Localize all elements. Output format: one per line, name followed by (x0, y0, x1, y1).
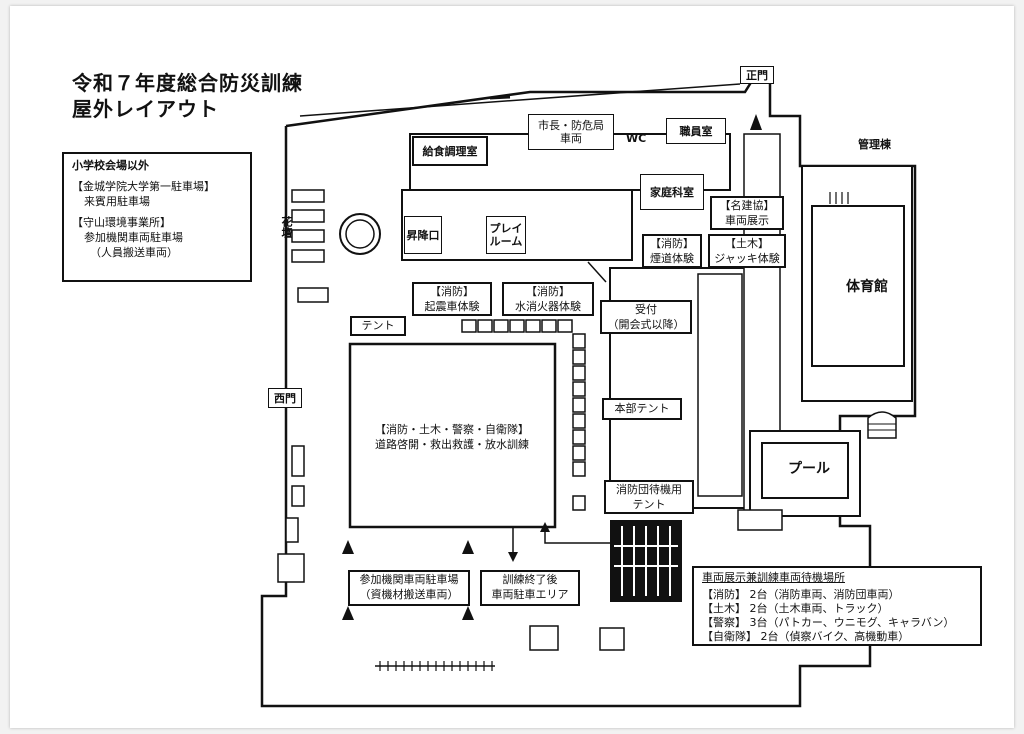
vehicle-legend-heading: 車両展示兼訓練車両待機場所 (702, 571, 845, 584)
off-site-heading: 小学校会場以外 (72, 159, 149, 172)
off-site-line-3: 参加機関車両駐車場 (84, 231, 183, 244)
training-line2: 道路啓開・救出救護・放水訓練 (375, 438, 529, 451)
training-area-label: 【消防・土木・警察・自衛隊】 道路啓開・救出救護・放水訓練 (354, 422, 550, 452)
reception: 受付 （開会式以降） (600, 300, 692, 334)
event-jack-name: ジャッキ体験 (714, 252, 780, 265)
post-training-parking-line1: 訓練終了後 (502, 573, 558, 586)
page-title: 令和７年度総合防災訓練 屋外レイアウト (72, 70, 303, 122)
main-gate: 正門 (740, 66, 774, 84)
event-smoke-tag: 【消防】 (650, 237, 694, 250)
vehicle-legend-row-2: 【警察】 3台（パトカー、ウニモグ、キャラバン） (702, 616, 955, 629)
event-smoke-name: 煙道体験 (650, 252, 694, 265)
page-title-line1: 令和７年度総合防災訓練 (72, 71, 303, 95)
pool-label: プール (788, 461, 830, 477)
post-training-parking: 訓練終了後 車両駐車エリア (480, 570, 580, 606)
reception-title: 受付 (635, 303, 657, 316)
event-smoke: 【消防】 煙道体験 (642, 234, 702, 268)
vehicle-legend-row-0: 【消防】 2台（消防車両、消防団車両） (702, 588, 900, 601)
vehicle-legend-row-3: 【自衛隊】 2台（偵察バイク、高機動車） (702, 630, 910, 643)
event-extinguisher-name: 水消火器体験 (515, 300, 581, 313)
reception-note: （開会式以降） (607, 318, 685, 331)
building-east-wing-inner (697, 273, 743, 497)
gym-inner (811, 205, 905, 367)
entrance: 昇降口 (404, 216, 442, 254)
participant-parking-line1: 参加機関車両駐車場 (359, 573, 459, 586)
bleacher (867, 411, 897, 439)
vehicle-standby-grid (610, 520, 682, 602)
participant-parking: 参加機関車両駐車場 （資機材搬送車両） (348, 570, 470, 606)
post-training-parking-line2: 車両駐車エリア (491, 588, 569, 601)
layout-sheet: 令和７年度総合防災訓練 屋外レイアウト 小学校会場以外 【金城学院大学第一駐車場… (10, 6, 1014, 728)
off-site-line-1: 来賓用駐車場 (84, 195, 150, 208)
off-site-line-0: 【金城学院大学第一駐車場】 (72, 180, 215, 193)
participant-parking-line2: （資機材搬送車両） (359, 588, 459, 601)
tent-box: テント (350, 316, 406, 336)
event-ladder-truck: 【消防】 起震車体験 (412, 282, 492, 316)
mayor-vehicle-label-2: 車両 (560, 132, 582, 145)
vehicle-legend-row-1: 【土木】 2台（土木車両、トラック） (702, 602, 889, 615)
event-ladder-truck-name: 起震車体験 (424, 300, 480, 313)
gym-label: 体育館 (846, 279, 888, 295)
event-jack: 【土木】 ジャッキ体験 (708, 234, 786, 268)
play-room: プレイルーム (486, 216, 526, 254)
traffic-cones (342, 114, 762, 620)
home-economics-room: 家庭科室 (640, 174, 704, 210)
event-extinguisher-tag: 【消防】 (526, 285, 570, 298)
event-jack-tag: 【土木】 (725, 237, 769, 250)
off-site-parking-box: 小学校会場以外 【金城学院大学第一駐車場】 来賓用駐車場 【守山環境事業所】 参… (62, 152, 252, 282)
off-site-line-2: 【守山環境事業所】 (72, 216, 171, 229)
wc-label: WC (626, 132, 647, 145)
mayor-vehicle-label: 市長・防危局 (538, 119, 604, 132)
page-title-line2: 屋外レイアウト (72, 97, 219, 121)
flower-bed-label: 花壇 (280, 216, 293, 238)
mayor-vehicle-spot: 市長・防危局 車両 (528, 114, 614, 150)
playground (348, 342, 557, 529)
management-label: 管理棟 (858, 138, 891, 151)
tent-row-vertical (572, 333, 586, 511)
training-line1: 【消防・土木・警察・自衛隊】 (375, 423, 529, 436)
fire-standby-tent-line2: テント (632, 498, 666, 511)
staff-room: 職員室 (666, 118, 726, 144)
cooking-room: 給食調理室 (412, 136, 488, 166)
vehicle-display-legend: 車両展示兼訓練車両待機場所 【消防】 2台（消防車両、消防団車両） 【土木】 2… (692, 566, 982, 646)
pool-inner (761, 442, 849, 499)
event-vehicle-display-tag: 【名建協】 (719, 199, 775, 212)
hq-tent: 本部テント (602, 398, 682, 420)
arrow-reception (587, 261, 607, 283)
off-site-line-4: （人員搬送車両） (90, 246, 178, 259)
arrow-left (544, 526, 610, 544)
fire-standby-tent: 消防団待機用 テント (604, 480, 694, 514)
top-road (299, 83, 741, 117)
fire-standby-tent-line1: 消防団待機用 (616, 483, 682, 496)
left-small-structures (277, 189, 783, 651)
event-extinguisher: 【消防】 水消火器体験 (502, 282, 594, 316)
event-ladder-truck-tag: 【消防】 (430, 285, 474, 298)
event-vehicle-display: 【名建協】 車両展示 (710, 196, 784, 230)
tent-row-horizontal (461, 319, 573, 333)
west-gate: 西門 (268, 388, 302, 408)
event-vehicle-display-name: 車両展示 (725, 214, 769, 227)
